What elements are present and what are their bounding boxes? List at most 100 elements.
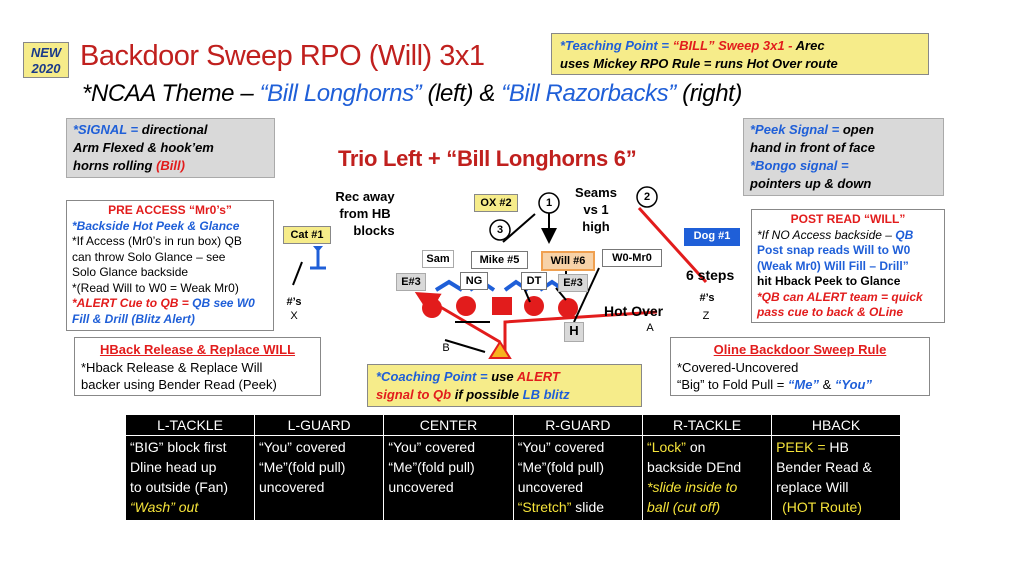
peek-signal-line2: hand in front of face	[750, 140, 875, 155]
pre-access-alert: *ALERT Cue to QB =	[72, 296, 193, 310]
hback-h-tag: H	[564, 322, 584, 342]
x-route	[292, 261, 303, 286]
oline-right-tackle	[558, 298, 578, 318]
header-ltackle: L-TACKLE	[125, 414, 255, 436]
peek-signal-prefix: *Peek Signal =	[750, 122, 843, 137]
rguard-stretch: “Stretch”	[517, 499, 572, 515]
signal-line3: horns rolling	[73, 158, 157, 173]
b-label: B	[442, 342, 450, 354]
header-center: CENTER	[383, 414, 514, 436]
pre-access-line1: *Backside Hot Peek & Glance	[72, 218, 240, 233]
hback-route	[573, 267, 600, 323]
hback-peek: PEEK =	[776, 439, 830, 455]
cell-hback: PEEK = HB Bender Read & replace Will (HO…	[771, 435, 901, 520]
signal-rest: directional	[141, 122, 208, 137]
dt-tag: DT	[521, 272, 547, 290]
post-read-line2: Post snap reads Will to W0	[757, 243, 911, 257]
header-rguard: R-GUARD	[512, 414, 644, 436]
z-label: Z	[702, 310, 710, 322]
peek-signal-box: *Peek Signal = open hand in front of fac…	[743, 118, 944, 196]
rtackle-lock: “Lock”	[647, 439, 686, 455]
cell-rtackle: “Lock” on backside DEnd *slide inside to…	[642, 435, 773, 520]
oline-left-guard	[456, 296, 476, 316]
b-route	[444, 339, 486, 353]
post-read-qb: QB	[895, 227, 914, 242]
hot-over-label: Hot Over	[604, 303, 664, 319]
oline-rule-title: Oline Backdoor Sweep Rule	[713, 342, 887, 357]
subtitle-razorbacks: “Bill Razorbacks”	[501, 80, 676, 107]
ltackle-line4: “Wash” out	[130, 499, 199, 515]
cat1-tag: Cat #1	[283, 226, 331, 244]
seam-route-3	[637, 206, 708, 284]
receiver-1-circle	[538, 192, 560, 214]
seams-line2: vs 1	[583, 202, 609, 217]
subtitle-longhorns: “Bill Longhorns”	[259, 80, 422, 107]
lguard-line1: “You” covered	[259, 439, 346, 455]
oline-rule-line2: “Big” to Fold Pull =	[677, 377, 788, 392]
oline-center	[492, 297, 512, 315]
teaching-point-arec: Arec	[795, 38, 825, 53]
coaching-point-prefix: *Coaching Point =	[376, 369, 492, 384]
receiver-2-circle	[636, 186, 658, 208]
formation-title: Trio Left + “Bill Longhorns 6”	[338, 146, 637, 171]
hback-line4: (HOT Route)	[782, 499, 862, 515]
x-hash-label: #’s	[286, 296, 302, 308]
page-subtitle: *NCAA Theme – “Bill Longhorns” (left) & …	[82, 80, 742, 108]
post-read-line4: hit Hback Peek to Glance	[757, 274, 901, 288]
subtitle-mid: (left) &	[421, 80, 502, 107]
center-line2: “Me”(fold pull)	[388, 459, 475, 475]
badge-line2: 2020	[31, 61, 61, 76]
peek-signal-rest: open	[842, 122, 874, 137]
page-title: Backdoor Sweep RPO (Will) 3x1	[80, 40, 485, 72]
oline-right-guard	[524, 296, 544, 316]
lguard-line2: “Me”(fold pull)	[259, 459, 346, 475]
seams-line1: Seams	[575, 185, 617, 200]
oline-left-tackle	[422, 298, 442, 318]
signal-box: *SIGNAL = directional Arm Flexed & hook’…	[66, 118, 275, 178]
teaching-point-prefix: *Teaching Point =	[560, 38, 673, 53]
teaching-point-line2: uses Mickey RPO Rule = runs Hot Over rou…	[560, 56, 838, 71]
oline-rule-box: Oline Backdoor Sweep Rule *Covered-Uncov…	[670, 337, 930, 396]
rguard-line3: uncovered	[517, 479, 584, 495]
rguard-line1: “You” covered	[517, 439, 605, 455]
post-read-title: POST READ “WILL”	[790, 212, 906, 226]
seam-route-2	[502, 213, 536, 243]
oline-block-3	[555, 287, 567, 301]
teaching-point-bill: “BILL” Sweep 3x1 -	[672, 38, 796, 53]
pre-access-line7: Fill & Drill (Blitz Alert)	[72, 311, 195, 326]
ltackle-line1: “BIG” block first	[130, 439, 227, 455]
rec-away-line1: Rec away	[335, 189, 395, 204]
rguard-line2: “Me”(fold pull)	[517, 459, 605, 475]
rec-away-label: Rec away from HB blocks	[322, 188, 408, 239]
seams-line3: high	[582, 219, 610, 234]
receiver-2-number: 2	[643, 191, 651, 203]
pre-access-title: PRE ACCESS “Mr0’s”	[108, 203, 232, 217]
header-lguard: L-GUARD	[253, 414, 385, 436]
peek-signal-line4: pointers up & down	[750, 176, 872, 191]
six-steps-label: 6 steps	[686, 267, 735, 283]
header-rtackle: R-TACKLE	[642, 414, 773, 436]
signal-line2: Arm Flexed & hook’em	[73, 140, 214, 155]
cell-ltackle: “BIG” block first Dline head up to outsi…	[125, 435, 255, 520]
hot-over-route	[503, 310, 658, 355]
pre-access-line2: *If Access (Mr0’s in run box) QB	[72, 234, 242, 248]
subtitle-end: (right)	[675, 80, 742, 107]
rtackle-on: on	[685, 439, 706, 455]
rec-away-line2: from HB	[339, 206, 391, 221]
hback-line1: *Hback Release & Replace Will	[81, 359, 263, 375]
rtackle-line3: *slide inside to	[647, 479, 738, 495]
hback-box: HBack Release & Replace WILL *Hback Rele…	[74, 337, 321, 396]
lguard-line3: uncovered	[259, 479, 325, 495]
coaching-point-box: *Coaching Point = use ALERT signal to Qb…	[367, 364, 642, 407]
new-badge: NEW 2020	[23, 42, 69, 78]
hback-hb: HB	[829, 439, 849, 455]
pre-access-line5: *(Read Will to W0 = Weak Mr0)	[72, 280, 239, 295]
hback-line2: backer using Bender Read (Peek)	[81, 377, 277, 392]
table-header-row: L-TACKLE L-GUARD CENTER R-GUARD R-TACKLE…	[125, 414, 901, 436]
post-read-line1: *If NO Access backside –	[757, 227, 896, 242]
rtackle-line2: backside DEnd	[647, 459, 742, 475]
receiver-3-number: 3	[496, 224, 504, 236]
dog1-tag: Dog #1	[684, 228, 740, 246]
table-row: “BIG” block first Dline head up to outsi…	[125, 435, 901, 520]
